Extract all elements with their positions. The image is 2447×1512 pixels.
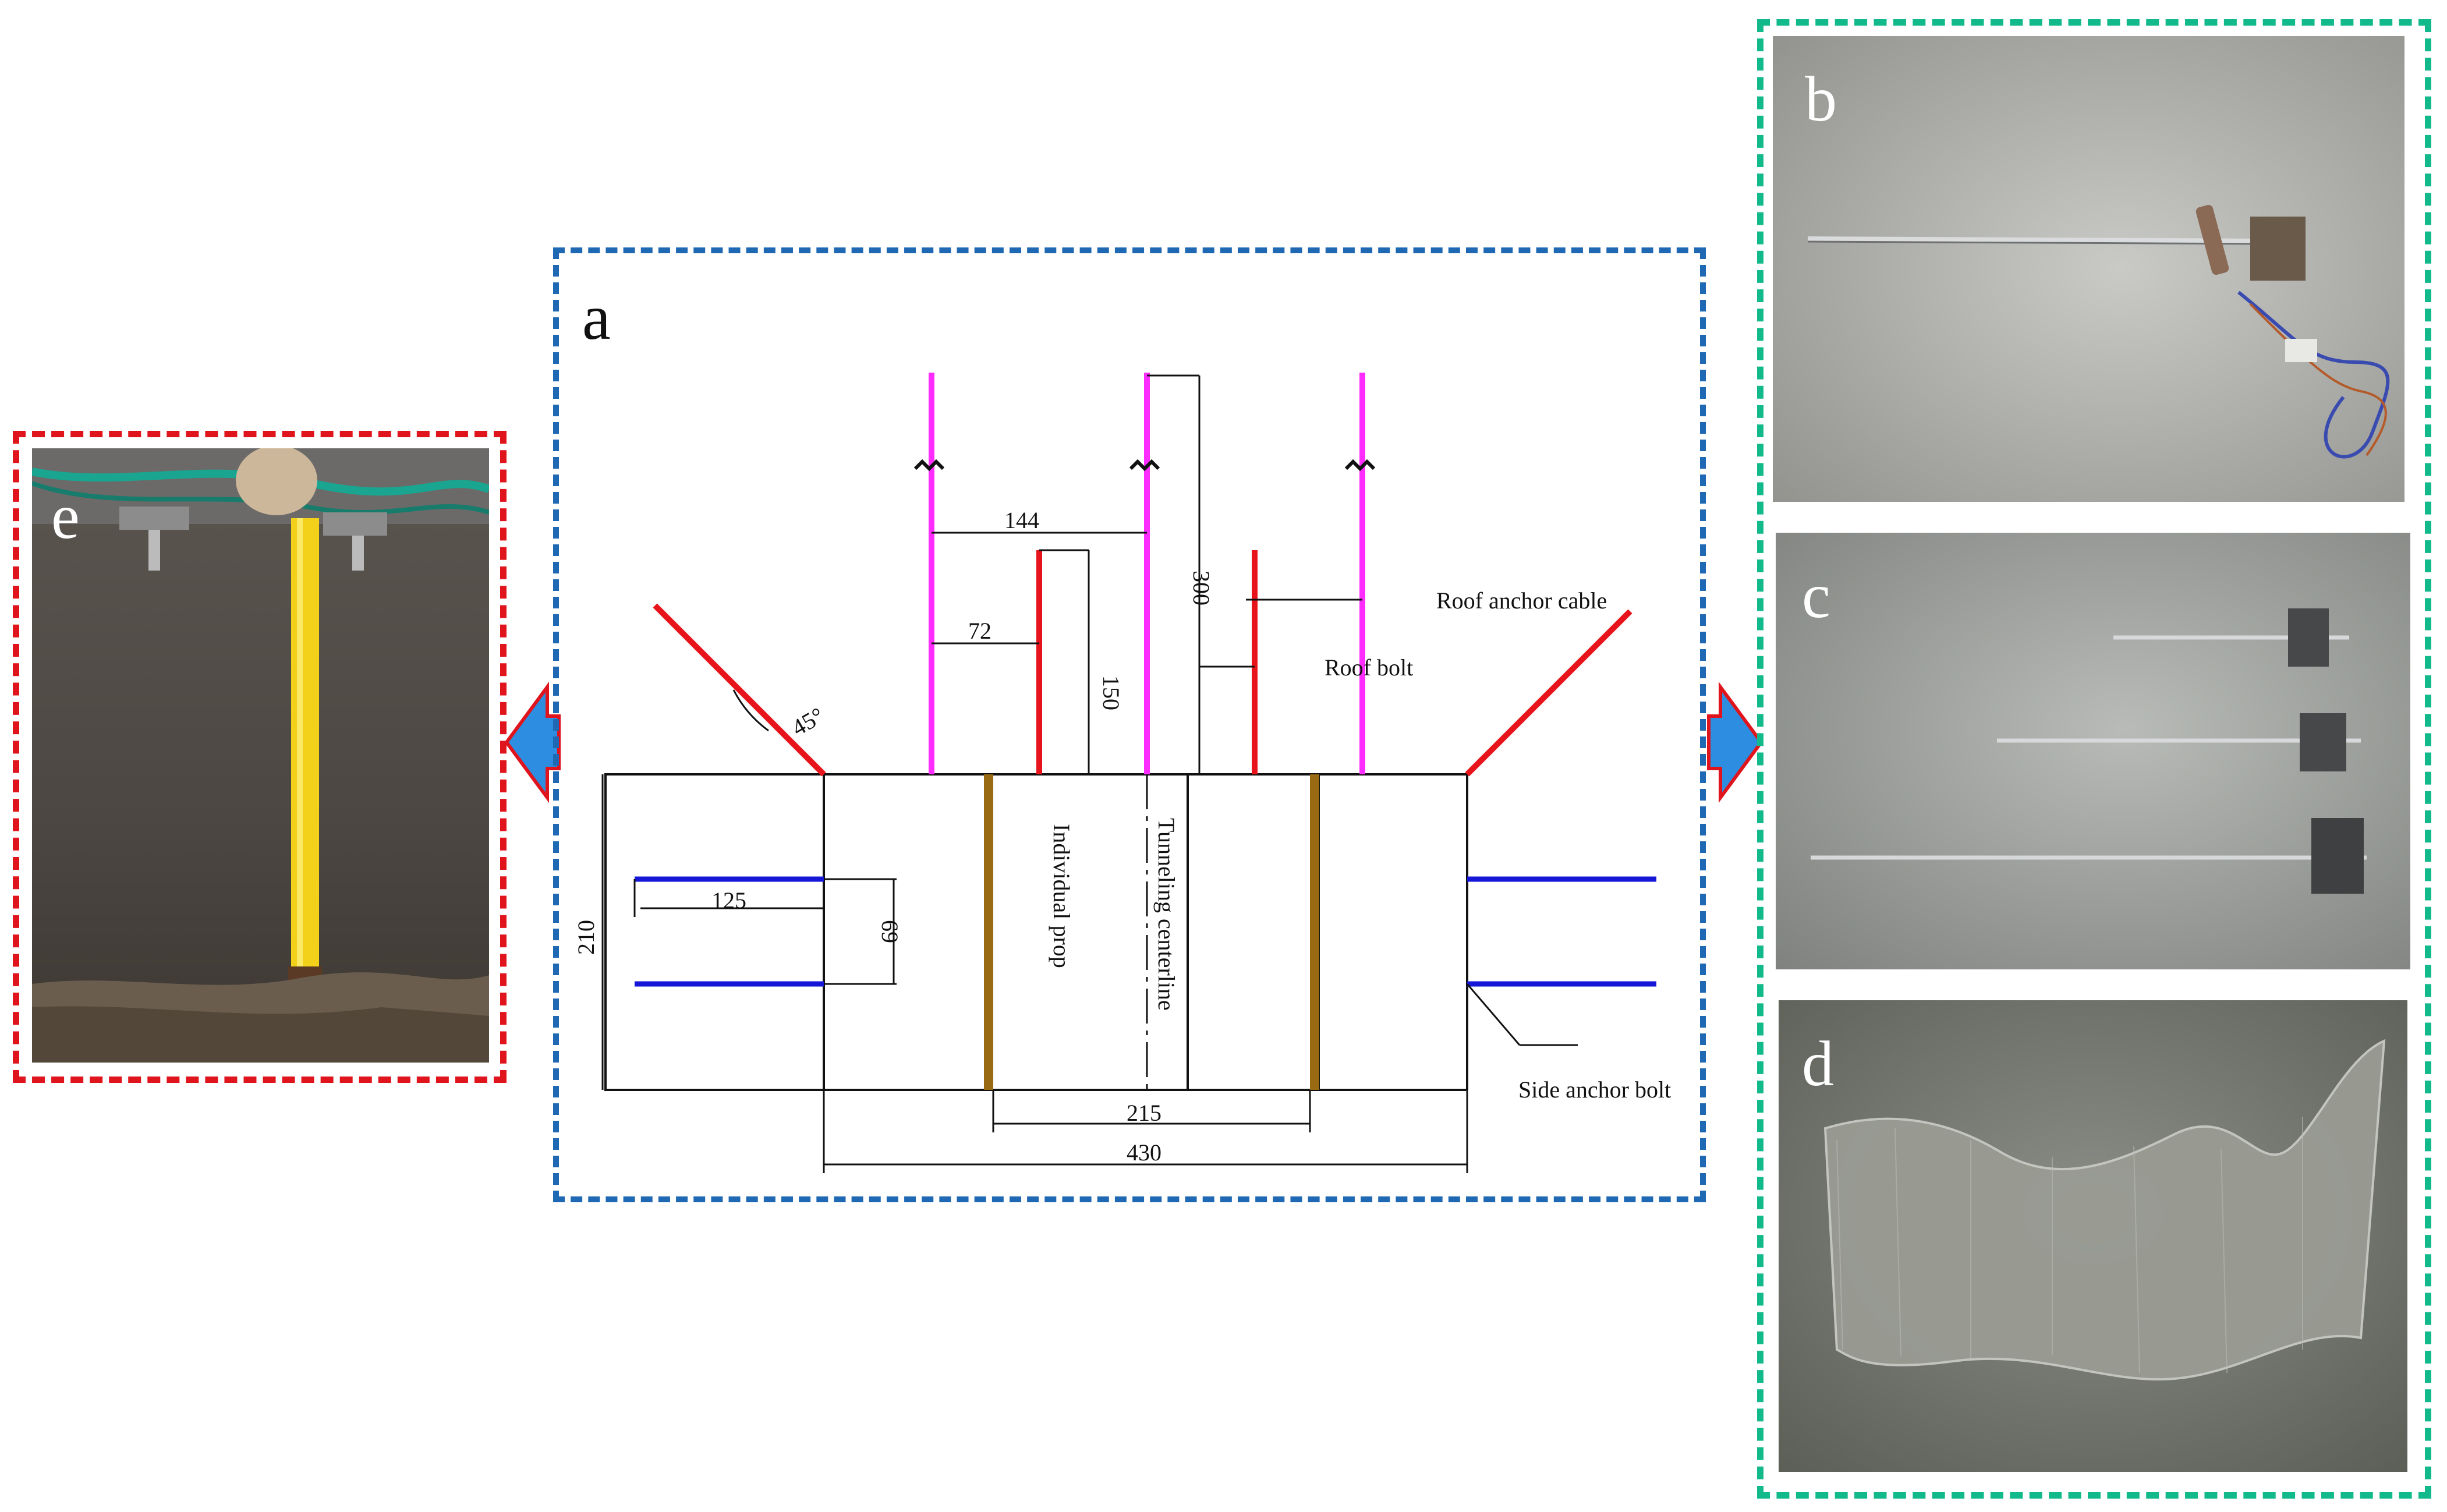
label-roof-anchor-cable: Roof anchor cable (1436, 587, 1607, 614)
roof-bolt-right-angled (1465, 609, 1632, 777)
arrow-right-icon (1707, 681, 1763, 803)
panel-e-frame (13, 431, 507, 1083)
dim-150: 150 (1098, 675, 1124, 710)
dim-69: 69 (877, 920, 903, 943)
label-tunneling-centerline: Tunneling centerline (1153, 818, 1180, 1011)
support-diagram: 144 72 150 300 45° 210 125 69 215 430 Ro… (573, 373, 1671, 1173)
panel-b-label: b (1805, 63, 1837, 134)
panel-d-label: d (1802, 1028, 1834, 1099)
panel-c-photo (1776, 533, 2410, 969)
label-individual-prop: Individual prop (1049, 824, 1075, 968)
dim-210: 210 (573, 920, 599, 955)
anchor-bolts-photo (1776, 533, 2410, 969)
break-symbol-3 (1344, 459, 1376, 472)
break-symbol-2 (1129, 459, 1160, 472)
dim-430: 430 (1127, 1139, 1161, 1166)
label-roof-bolt: Roof bolt (1325, 654, 1413, 681)
prop-photo-image (32, 448, 489, 1063)
panel-e-photo (32, 448, 489, 1063)
individual-prop-2 (1310, 774, 1319, 1090)
roof-bolt-left-angled (653, 603, 826, 777)
label-side-anchor-bolt: Side anchor bolt (1518, 1077, 1671, 1103)
individual-prop-1 (984, 774, 993, 1090)
wire-mesh-photo (1779, 1000, 2407, 1472)
panel-bcd-frame (1757, 19, 2431, 1499)
panel-a-frame (553, 247, 1706, 1202)
panel-e-label: e (51, 481, 80, 552)
panel-d-photo (1779, 1000, 2407, 1472)
break-symbol-1 (913, 459, 945, 472)
panel-a-label: a (582, 282, 611, 353)
dim-144: 144 (1004, 507, 1039, 533)
dim-125: 125 (711, 887, 746, 913)
panel-c-label: c (1802, 560, 1830, 631)
dim-215: 215 (1127, 1100, 1161, 1126)
dim-72: 72 (968, 618, 991, 644)
dim-angle-45: 45° (787, 702, 828, 741)
dim-300: 300 (1188, 571, 1214, 605)
panel-b-photo (1773, 36, 2404, 502)
arrow-left-icon (504, 681, 561, 803)
anchor-sensor-photo (1773, 36, 2404, 502)
